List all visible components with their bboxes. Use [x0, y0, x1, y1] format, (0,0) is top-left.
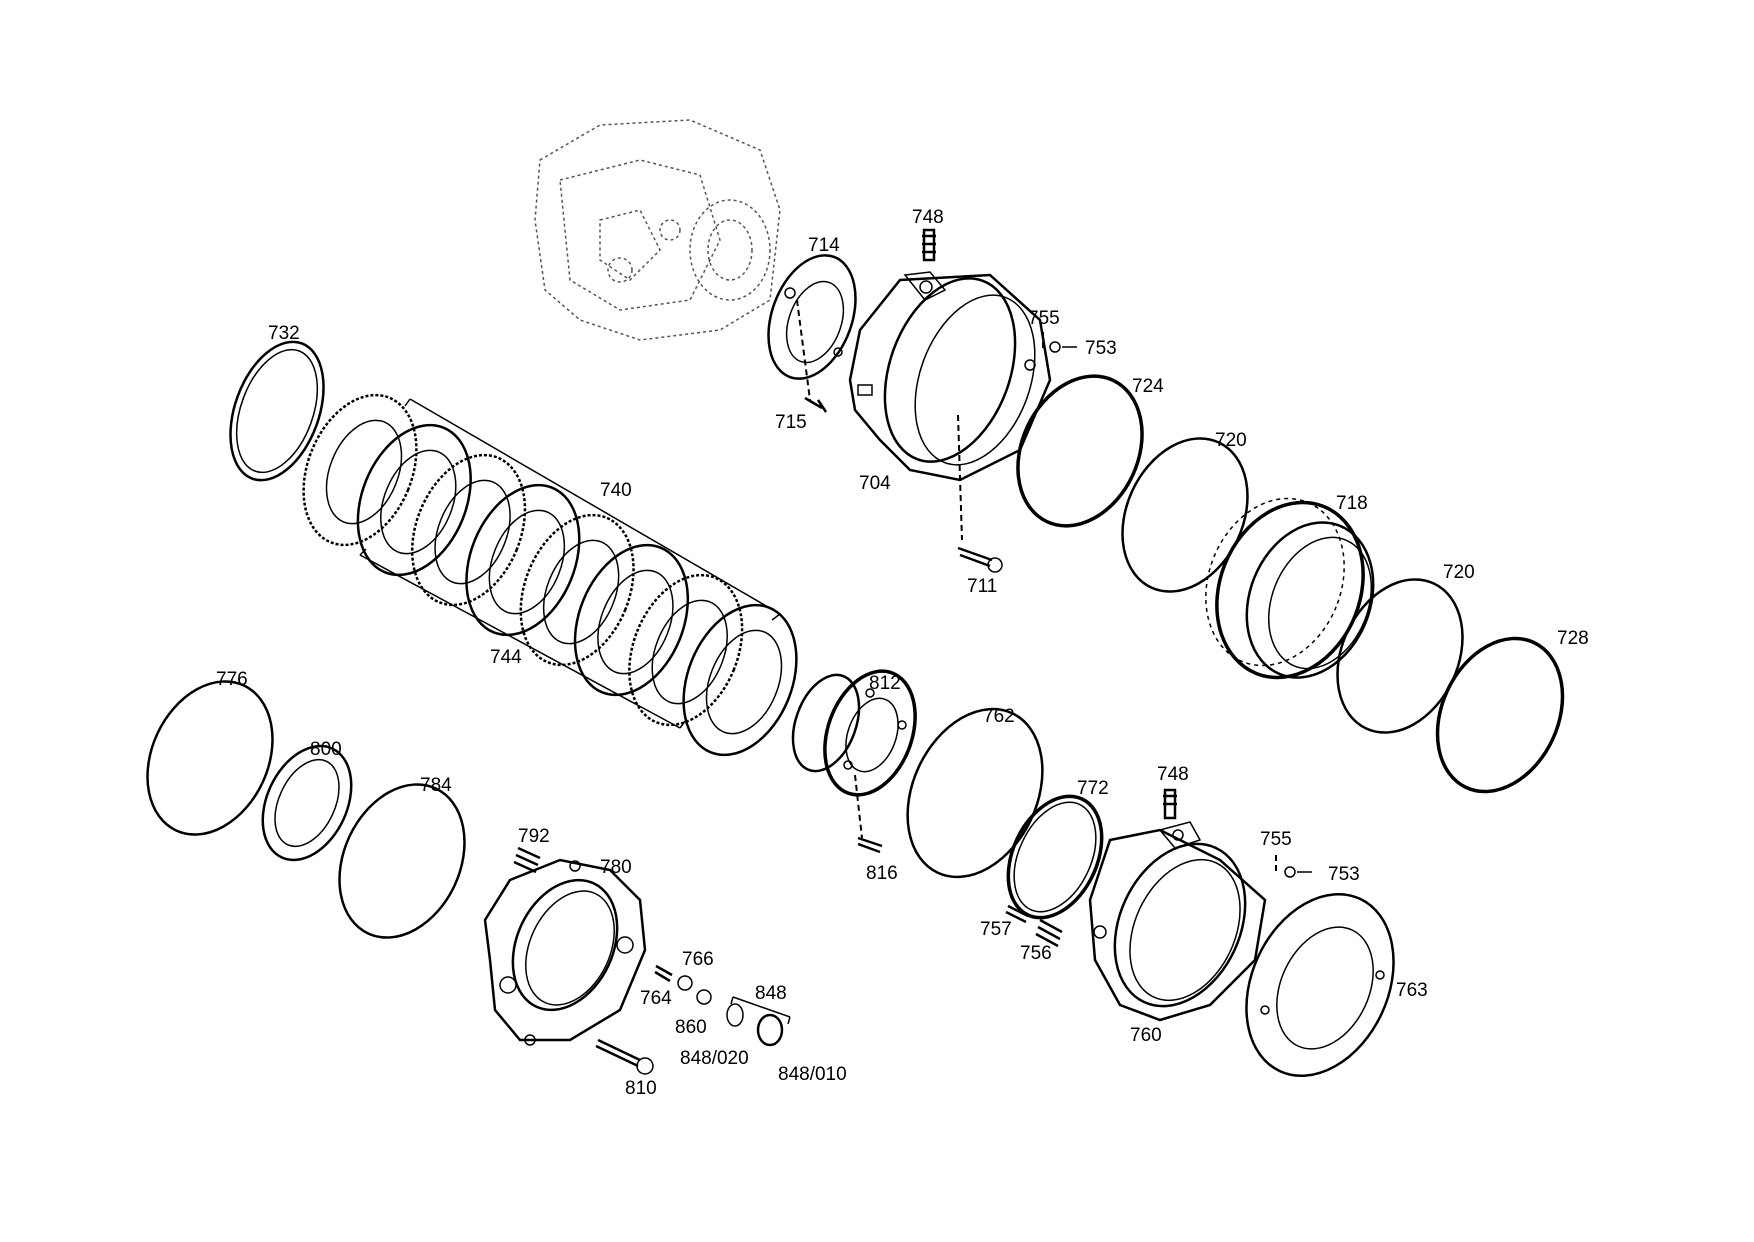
part-732-ring [229, 340, 325, 482]
label-800: 800 [310, 739, 342, 760]
part-748-plug-bottom [1163, 788, 1177, 820]
label-744: 744 [490, 647, 522, 668]
part-715-screw [796, 299, 828, 413]
label-763: 763 [1396, 980, 1428, 1001]
label-704: 704 [859, 473, 891, 494]
clutch-disc-inner [380, 449, 457, 555]
clutch-disc-outer [682, 603, 798, 757]
label-816: 816 [866, 863, 898, 884]
part-816-pin [854, 774, 883, 854]
part-772-ring [1006, 794, 1104, 920]
label-760: 760 [1130, 1025, 1162, 1046]
label-753-top: 753 [1085, 338, 1117, 359]
part-763-plate [1245, 892, 1395, 1078]
part-762-ring [906, 707, 1044, 879]
label-724: 724 [1132, 376, 1164, 397]
label-860: 860 [675, 1017, 707, 1038]
part-724-ring [1016, 374, 1144, 528]
part-780-cover [483, 858, 647, 1046]
label-848-020: 848/020 [680, 1048, 749, 1069]
clutch-disc-outer [356, 423, 472, 577]
label-810: 810 [625, 1078, 657, 1099]
label-756: 756 [1020, 943, 1052, 964]
clutch-disc-outer [573, 543, 690, 697]
label-755-top: 755 [1028, 308, 1060, 329]
clutch-disc-outer [302, 393, 418, 547]
clutch-disc-outer [410, 453, 527, 607]
part-764-766-860-848-fittings [654, 964, 791, 1047]
label-748-bottom: 748 [1157, 764, 1189, 785]
label-812: 812 [869, 673, 901, 694]
part-812-carrier [791, 669, 917, 797]
label-780: 780 [600, 857, 632, 878]
label-772: 772 [1077, 778, 1109, 799]
part-810-bolt [595, 1038, 654, 1075]
part-714-plate [767, 254, 857, 380]
label-762: 762 [983, 706, 1015, 727]
label-714: 714 [808, 235, 840, 256]
label-711: 711 [967, 576, 997, 597]
clutch-disc-outer [628, 573, 744, 727]
label-720-lower: 720 [1443, 562, 1475, 583]
label-757: 757 [980, 919, 1012, 940]
transmission-housing-outline [534, 119, 781, 341]
part-757-756-springs [1005, 904, 1063, 948]
part-755-753-bottom [1275, 855, 1312, 878]
part-776-ring [146, 680, 274, 836]
label-755-bottom: 755 [1260, 829, 1292, 850]
clutch-disc-inner [705, 629, 783, 735]
part-800-seal [261, 744, 353, 862]
label-728: 728 [1557, 628, 1589, 649]
label-764: 764 [640, 988, 672, 1009]
label-753-bottom: 753 [1328, 864, 1360, 885]
label-784: 784 [420, 775, 452, 796]
part-728-ring [1435, 636, 1565, 794]
clutch-disc-inner [434, 479, 511, 585]
label-848: 848 [755, 983, 787, 1004]
part-720-ring-lower [1336, 578, 1464, 734]
label-792: 792 [518, 826, 550, 847]
part-755-753-top [1042, 332, 1077, 353]
label-718: 718 [1336, 493, 1368, 514]
part-760-housing [1088, 821, 1267, 1022]
clutch-disc-inner [325, 419, 403, 525]
label-776: 776 [216, 669, 248, 690]
label-732: 732 [268, 323, 300, 344]
part-748-plug-top [922, 228, 936, 262]
label-715: 715 [775, 412, 807, 433]
part-740-744-clutch-disc-stack [302, 393, 798, 757]
label-848-010: 848/010 [778, 1064, 847, 1085]
clutch-disc-outer [519, 513, 635, 667]
part-704-housing [848, 271, 1052, 482]
label-766: 766 [682, 949, 714, 970]
clutch-disc-outer [465, 483, 581, 637]
label-740: 740 [600, 480, 632, 501]
clutch-disc-inner [542, 539, 620, 645]
part-784-ring [338, 783, 466, 939]
part-711-bolt [957, 414, 1003, 573]
clutch-disc-inner [651, 599, 728, 705]
label-748-top: 748 [912, 207, 944, 228]
clutch-disc-inner [597, 569, 674, 675]
label-720-upper: 720 [1215, 430, 1247, 451]
clutch-disc-inner [488, 509, 566, 615]
